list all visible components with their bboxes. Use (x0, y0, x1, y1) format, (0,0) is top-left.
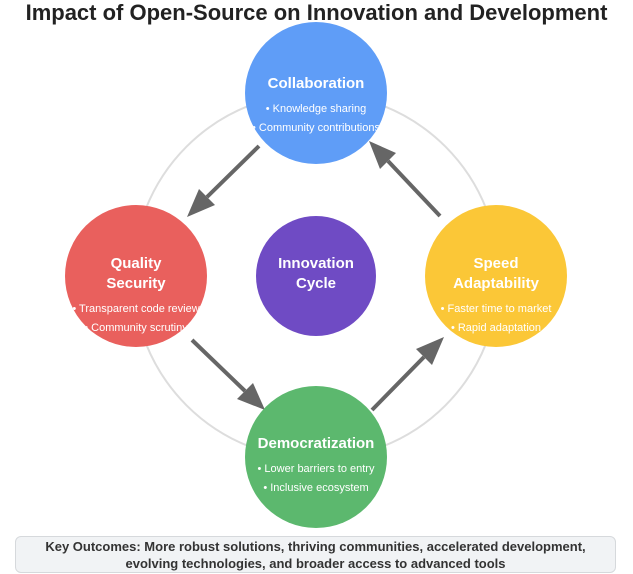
arrow-speed-to-collaboration (369, 141, 442, 218)
quality-bullet-2: • Community scrutiny (84, 322, 188, 334)
arrow-democratization-to-speed (370, 337, 444, 412)
speed-bullet-2: • Rapid adaptation (451, 322, 541, 334)
democratization-bullet-2: • Inclusive ecosystem (263, 482, 368, 494)
node-collaboration: Collaboration • Knowledge sharing • Comm… (245, 22, 387, 164)
collaboration-bullet-1: • Knowledge sharing (266, 103, 366, 115)
democratization-bullet-1: • Lower barriers to entry (258, 463, 375, 475)
key-outcomes-box: Key Outcomes: More robust solutions, thr… (15, 536, 616, 573)
collaboration-title: Collaboration (268, 75, 365, 92)
node-speed-adaptability: Speed Adaptability • Faster time to mark… (425, 205, 567, 347)
speed-title-line-2: Adaptability (453, 275, 539, 292)
quality-title-line-1: Quality (111, 255, 163, 272)
center-label-line-1: Innovation (278, 255, 354, 272)
arrow-collaboration-to-quality (187, 144, 261, 217)
speed-bullet-1: • Faster time to market (441, 303, 552, 315)
key-outcomes-line-2: evolving technologies, and broader acces… (125, 556, 506, 571)
collaboration-bullet-2: • Community contributions (252, 122, 380, 134)
node-democratization: Democratization • Lower barriers to entr… (245, 386, 387, 528)
node-quality-security: Quality Security • Transparent code revi… (65, 205, 207, 347)
page-title: Impact of Open-Source on Innovation and … (25, 0, 608, 25)
key-outcomes-line-1: Key Outcomes: More robust solutions, thr… (45, 539, 586, 554)
quality-bullet-1: • Transparent code review (72, 303, 199, 315)
speed-title-line-1: Speed (473, 255, 518, 272)
democratization-title: Democratization (258, 435, 375, 452)
arrow-quality-to-democratization (190, 338, 265, 410)
quality-title-line-2: Security (106, 275, 166, 292)
node-innovation-cycle: Innovation Cycle (256, 216, 376, 336)
center-label-line-2: Cycle (296, 275, 336, 292)
